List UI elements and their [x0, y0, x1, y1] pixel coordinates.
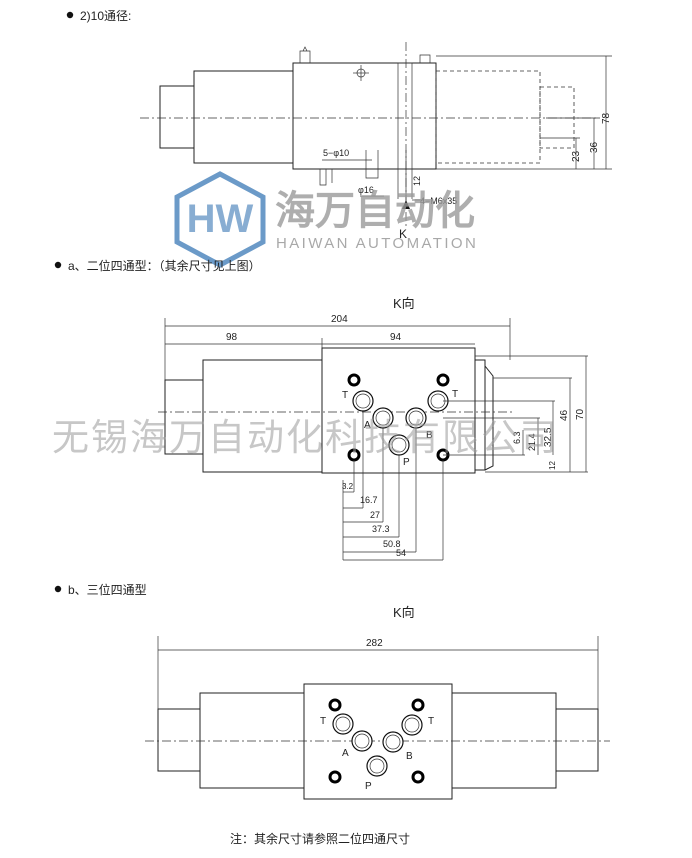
- right-solenoid: [555, 708, 599, 772]
- mounting-hole-tl: [347, 373, 361, 387]
- dim-94: 94: [390, 332, 402, 343]
- dim-50-8: 50.8: [383, 539, 401, 549]
- label-p: P: [403, 457, 410, 468]
- right-end-cap: [475, 359, 494, 471]
- dim-6-3: 6.3: [512, 431, 522, 444]
- dim-32-5: 32.5: [543, 427, 554, 447]
- left-coil: [199, 692, 305, 789]
- left-solenoid: [157, 708, 201, 772]
- bullet-icon: [54, 585, 62, 593]
- label-b: B: [406, 751, 413, 762]
- dim-phi16: φ16: [358, 185, 374, 195]
- company-logo: HW 海万自动化 HAIWAN AUTOMATION: [174, 171, 478, 268]
- left-coil: [193, 70, 294, 164]
- mounting-hole-tl: [328, 698, 342, 712]
- bullet-icon: [66, 11, 74, 19]
- right-coil: [451, 692, 557, 789]
- label-t-left: T: [342, 390, 348, 401]
- dim-3-2: 3.2: [342, 482, 354, 491]
- dim-holes: 5−φ10: [323, 148, 349, 158]
- dim-282: 282: [366, 638, 383, 649]
- dim-bolts: 4−M6x35: [420, 196, 457, 206]
- section-2-heading: a、二位四通型：（其余尺寸见上图）: [68, 258, 261, 273]
- k-view-arrow-icon: [402, 200, 410, 209]
- mounting-hole-tr: [436, 373, 450, 387]
- k-view-title-b: K向: [393, 605, 415, 620]
- dim-46: 46: [559, 409, 570, 421]
- top-nut-left: [299, 46, 311, 63]
- dim-78: 78: [601, 112, 612, 124]
- footer-note: 注：其余尺寸请参照二位四通尺寸: [230, 831, 410, 846]
- right-solenoid-hidden: [539, 86, 575, 149]
- dim-16-7: 16.7: [360, 495, 378, 505]
- section-1-heading: 2)10通径:: [80, 9, 131, 23]
- dim-21-4: 21.4: [527, 433, 537, 451]
- section-2: a、二位四通型：（其余尺寸见上图） K向: [54, 258, 415, 311]
- section-3-heading: b、三位四通型: [68, 582, 147, 597]
- label-t-right: T: [428, 716, 434, 727]
- dim-54: 54: [396, 548, 406, 558]
- left-solenoid: [159, 85, 195, 149]
- k-view-title-a: K向: [393, 296, 415, 311]
- hexagon-logo-icon: [174, 171, 266, 268]
- valve-body: [303, 683, 453, 800]
- mounting-hole-bl: [328, 770, 342, 784]
- k-label: K: [399, 227, 407, 241]
- section-1: 2)10通径:: [66, 9, 131, 23]
- dim-12: 12: [412, 176, 422, 186]
- body-inner-box: [397, 62, 413, 170]
- company-watermark: 无锡海万自动化科技有限公司: [52, 416, 559, 459]
- figure-1-side-view: 78 36 23 5−φ10 φ16 12 4−M6x35 K: [140, 42, 612, 241]
- dim-204: 204: [331, 314, 348, 325]
- dim-98: 98: [226, 332, 238, 343]
- label-t-right: T: [452, 389, 458, 400]
- dim-36: 36: [589, 141, 600, 153]
- logo-mark: HW: [187, 197, 254, 241]
- dim-12b: 12: [548, 461, 557, 470]
- label-a: A: [342, 748, 349, 759]
- figure-3-three-position: 282 T T A B P: [145, 636, 610, 800]
- logo-english-name: HAIWAN AUTOMATION: [276, 235, 478, 252]
- valve-body: [321, 347, 476, 474]
- mounting-hole-tr: [411, 698, 425, 712]
- label-b: B: [426, 430, 433, 441]
- figure-2-two-position: 204 98 94 T T A B P: [158, 314, 588, 561]
- top-nut-right: [419, 54, 431, 63]
- right-coil-hidden: [435, 70, 541, 164]
- section-3: b、三位四通型 K向: [54, 582, 415, 620]
- label-p: P: [365, 781, 372, 792]
- bullet-icon: [54, 261, 62, 269]
- dim-27: 27: [370, 510, 380, 520]
- valve-body: [292, 62, 437, 170]
- label-a: A: [364, 420, 371, 431]
- label-t-left: T: [320, 716, 326, 727]
- mounting-hole-br: [411, 770, 425, 784]
- dim-37-3: 37.3: [372, 524, 390, 534]
- dim-70: 70: [575, 408, 586, 420]
- logo-chinese-name: 海万自动化: [275, 188, 475, 234]
- dim-23: 23: [571, 150, 582, 162]
